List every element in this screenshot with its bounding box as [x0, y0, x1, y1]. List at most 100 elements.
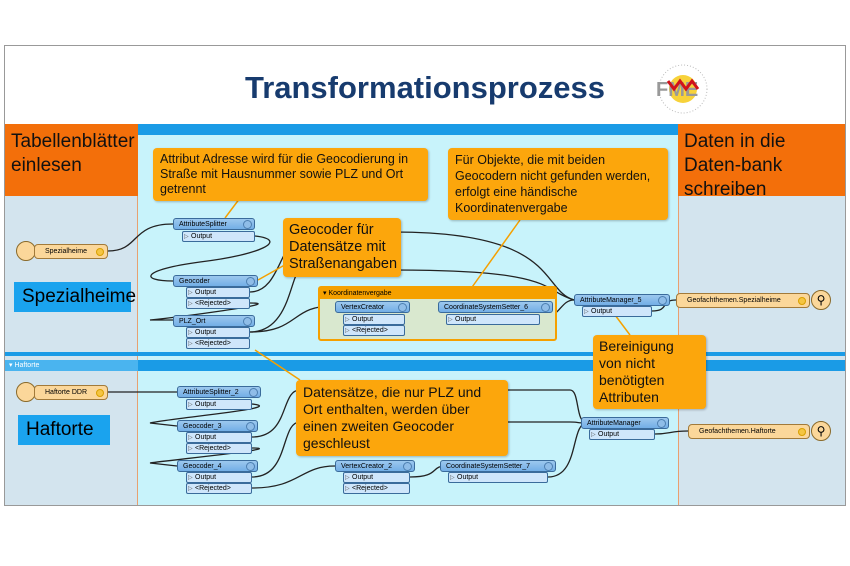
gear-icon[interactable]	[403, 462, 412, 471]
writer-label: Geofachthemen.Haftorte	[699, 428, 776, 435]
transformer-attributemanager-5[interactable]: AttributeManager_5	[574, 294, 670, 306]
callout-pointer	[254, 349, 301, 381]
writer-label: Geofachthemen.Spezialheime	[687, 297, 781, 304]
transformer-plz-ort[interactable]: PLZ_Ort	[173, 315, 255, 327]
port-output[interactable]: Output	[186, 432, 252, 443]
gear-icon[interactable]	[246, 462, 255, 471]
group-title: Koordinatenvergabe	[328, 290, 392, 297]
transformer-attributemanager[interactable]: AttributeManager	[581, 417, 669, 429]
gear-icon[interactable]	[96, 389, 104, 397]
section-header-haftorte[interactable]: ▾ Haftorte	[5, 360, 845, 371]
reader-table-icon	[16, 382, 36, 402]
port-output[interactable]: Output	[448, 472, 548, 483]
node-label: Geocoder_4	[183, 463, 222, 470]
connection	[393, 269, 575, 301]
connection	[149, 302, 259, 321]
gear-icon[interactable]	[246, 422, 255, 431]
gear-icon[interactable]	[544, 462, 553, 471]
transformer-coordinatesystemsetter-6[interactable]: CoordinateSystemSetter_6	[438, 301, 553, 313]
transformer-geocoder[interactable]: Geocoder	[173, 275, 258, 287]
gear-icon[interactable]	[798, 428, 806, 436]
note-spezialheime: Spezialheime	[14, 282, 136, 312]
divider	[137, 124, 138, 505]
node-label: AttributeManager	[587, 420, 641, 427]
gear-icon[interactable]	[249, 388, 258, 397]
transformer-vertexcreator[interactable]: VertexCreator	[335, 301, 410, 313]
port-rejected[interactable]: <Rejected>	[186, 338, 250, 349]
connection	[107, 223, 174, 252]
port-rejected[interactable]: <Rejected>	[343, 483, 410, 494]
header-right: Daten in die Daten-bank schreiben	[678, 124, 845, 200]
section-label: Haftorte	[14, 362, 40, 369]
reader-spezialheime[interactable]: Spezialheime	[34, 244, 108, 259]
gear-icon[interactable]	[243, 220, 252, 229]
divider	[678, 124, 679, 505]
port-output[interactable]: Output	[186, 472, 252, 483]
callout-plz-geocoder: Datensätze, die nur PLZ und Ort enthalte…	[296, 380, 508, 456]
gear-icon[interactable]	[798, 297, 806, 305]
fme-logo: FME	[656, 64, 708, 114]
node-label: Geocoder	[179, 278, 210, 285]
callout-pointer	[614, 314, 631, 336]
callout-pointer	[469, 219, 521, 291]
reader-haftorte[interactable]: Haftorte DDR	[34, 385, 108, 400]
top-bar	[138, 124, 678, 135]
inspect-magnifier-icon[interactable]: ⚲	[811, 290, 831, 310]
port-output[interactable]: Output	[343, 472, 410, 483]
connection	[654, 430, 689, 435]
callout-pointer	[224, 197, 241, 219]
port-output[interactable]: Output	[343, 314, 405, 325]
port-rejected[interactable]: <Rejected>	[186, 483, 252, 494]
port-rejected[interactable]: <Rejected>	[343, 325, 405, 336]
connection	[149, 447, 261, 467]
connection	[393, 231, 575, 301]
connection	[251, 465, 336, 489]
transformer-attributesplitter-2[interactable]: AttributeSplitter_2	[177, 386, 261, 398]
transformer-geocoder-3[interactable]: Geocoder_3	[177, 420, 258, 432]
gear-icon[interactable]	[96, 248, 104, 256]
gear-icon[interactable]	[541, 303, 550, 312]
transformer-attributesplitter[interactable]: AttributeSplitter	[173, 218, 255, 230]
node-label: Geocoder_3	[183, 423, 222, 430]
gear-icon[interactable]	[658, 296, 667, 305]
connection	[150, 235, 271, 282]
port-output[interactable]: Output	[589, 429, 655, 440]
port-output[interactable]: Output	[582, 306, 652, 317]
transformer-geocoder-4[interactable]: Geocoder_4	[177, 460, 258, 472]
callout-geocoder: Geocoder für Datensätze mit Straßenangab…	[283, 218, 401, 277]
reader-label: Spezialheime	[45, 248, 88, 255]
callout-manual-coordinates: Für Objekte, die mit beiden Geocodern ni…	[448, 148, 668, 220]
transformer-vertexcreator-2[interactable]: VertexCreator_2	[335, 460, 415, 472]
reader-table-icon	[16, 241, 36, 261]
gear-icon[interactable]	[398, 303, 407, 312]
reader-label: Haftorte DDR	[45, 389, 88, 396]
node-label: AttributeSplitter_2	[183, 389, 239, 396]
port-output[interactable]: Output	[446, 314, 540, 325]
port-output[interactable]: Output	[186, 399, 252, 410]
gear-icon[interactable]	[243, 317, 252, 326]
connection	[149, 403, 261, 427]
node-label: CoordinateSystemSetter_7	[446, 463, 531, 470]
transformer-coordinatesystemsetter-7[interactable]: CoordinateSystemSetter_7	[440, 460, 556, 472]
node-label: AttributeSplitter	[179, 221, 227, 228]
port-output[interactable]: Output	[182, 231, 255, 242]
node-label: VertexCreator	[341, 304, 385, 311]
node-label: CoordinateSystemSetter_6	[444, 304, 529, 311]
inspect-magnifier-icon[interactable]: ⚲	[811, 421, 831, 441]
note-haftorte: Haftorte	[18, 415, 110, 445]
page-title: Transformationsprozess	[244, 70, 606, 105]
callout-attribute-split: Attribut Adresse wird für die Geocodieru…	[153, 148, 428, 201]
gear-icon[interactable]	[657, 419, 666, 428]
port-output[interactable]: Output	[186, 327, 250, 338]
node-label: PLZ_Ort	[179, 318, 206, 325]
writer-haftorte[interactable]: Geofachthemen.Haftorte	[688, 424, 810, 439]
node-label: VertexCreator_2	[341, 463, 392, 470]
port-rejected[interactable]: <Rejected>	[186, 443, 252, 454]
header-left: Tabellenblätter einlesen	[5, 124, 138, 196]
writer-spezialheime[interactable]: Geofachthemen.Spezialheime	[676, 293, 810, 308]
section-line	[5, 352, 845, 356]
port-output[interactable]: Output	[186, 287, 250, 298]
node-label: AttributeManager_5	[580, 297, 642, 304]
port-rejected[interactable]: <Rejected>	[186, 298, 250, 309]
gear-icon[interactable]	[246, 277, 255, 286]
